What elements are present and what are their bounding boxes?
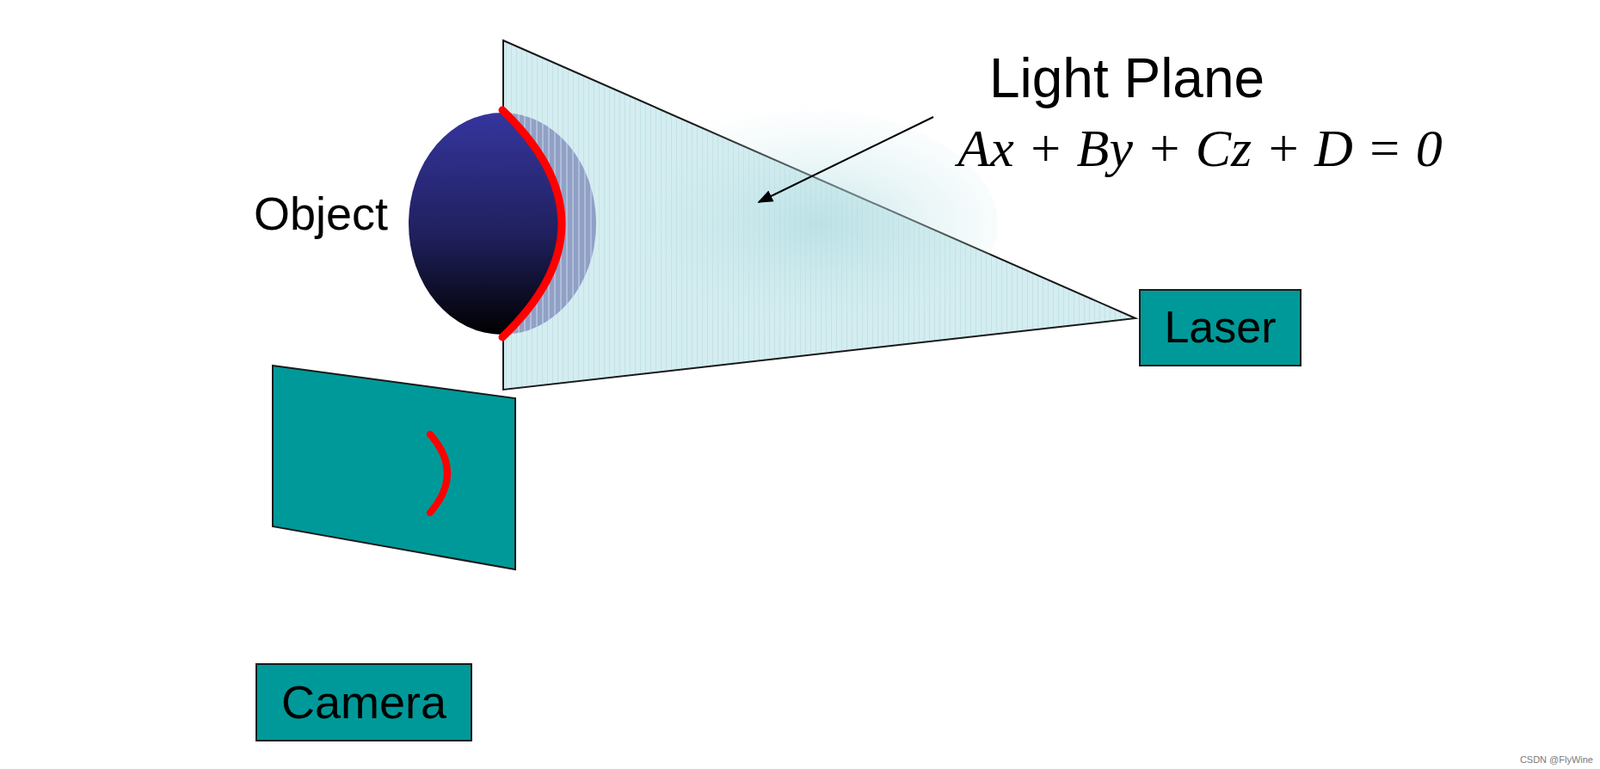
leader-arrow [758,116,934,203]
watermark: CSDN @FlyWine [1520,754,1594,765]
box-text: Camera [281,676,447,728]
plane-equation: Ax + By + Cz + D = 0 [957,118,1442,178]
object-label: Object [253,188,388,240]
light-plane-label: Light Plane [989,48,1265,109]
laser-box: Laser [1138,289,1302,367]
laser-stripe [502,110,562,338]
camera-box: Camera [255,663,473,742]
plane-glow [550,103,998,345]
box-text: Laser [1163,302,1276,352]
image-stripe [430,434,448,513]
image-plane [272,365,516,570]
